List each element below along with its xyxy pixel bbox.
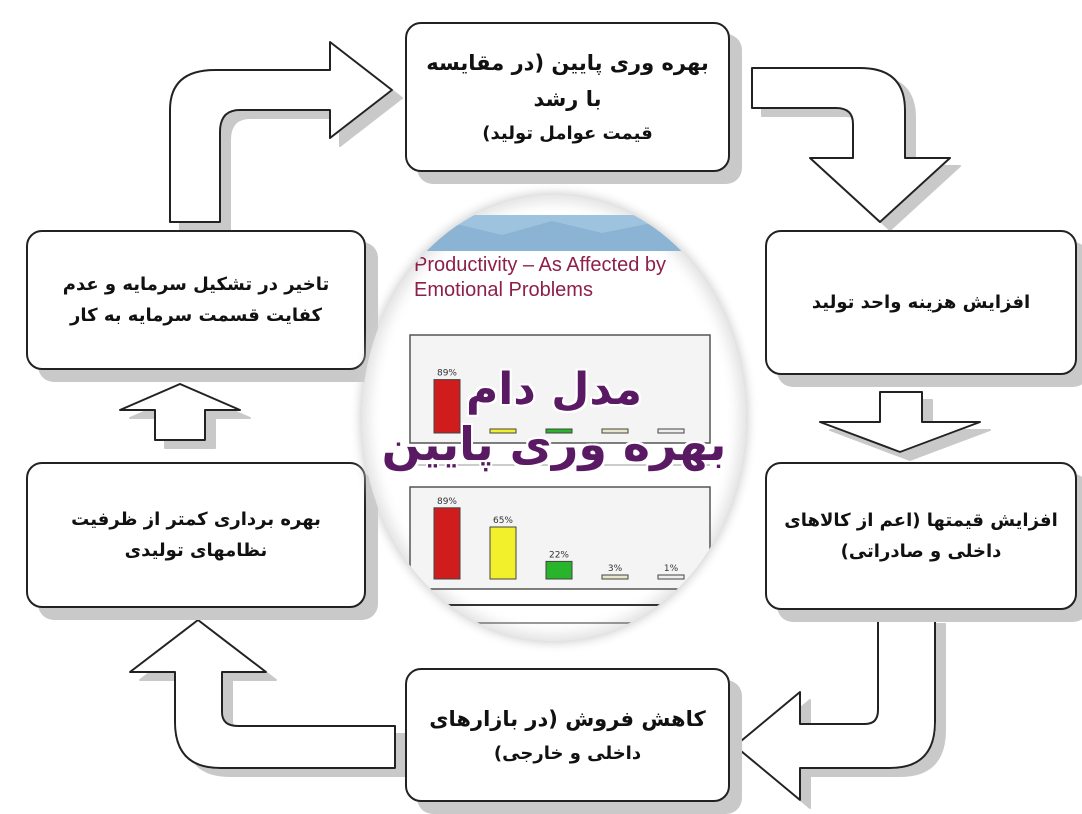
chart-bottom-bar-label-2: 65% — [493, 516, 513, 526]
box-top-line1: بهره وری پایین (در مقایسه با رشد — [426, 50, 709, 112]
chart-bottom-bar-2 — [489, 526, 517, 580]
chart-top-bar-label-1: 89% — [437, 369, 457, 379]
box-bottom-line2: داخلی و خارجی) — [493, 742, 642, 764]
chart-top-bar-2 — [489, 428, 517, 434]
chart-bottom-bars: 89% 65% 22% 3% 1% — [433, 497, 685, 580]
arrow-right-to-bottom — [734, 615, 936, 801]
chart-bottom-bar-label-3: 22% — [549, 550, 569, 560]
chart-top-bar-4 — [601, 428, 629, 434]
box-left2-line2: نظامهای تولیدی — [124, 540, 268, 561]
background-chart: 89% 89% 65% 22% 3% 1% — [402, 215, 722, 624]
chart-header-band — [402, 215, 722, 251]
box-left1-line2: کفایت قسمت سرمایه به کار — [69, 305, 323, 326]
arrow-top-to-right — [751, 67, 951, 223]
chart-bottom-bar-3 — [545, 560, 573, 580]
chart-top-bar-1 — [433, 379, 461, 434]
chart-bottom-bar-label-4: 3% — [608, 564, 623, 574]
box-left2-line1: بهره برداری کمتر از ظرفیت — [71, 508, 321, 530]
centre-title-line2: بهره وری پایین — [381, 416, 727, 471]
box-right2-line2: داخلی و صادراتی) — [840, 541, 1002, 562]
box-top-line2: قیمت عوامل تولید) — [482, 123, 653, 144]
centre-circle: 89% 89% 65% 22% 3% 1% Productivity – As Affe… — [362, 195, 746, 641]
chart-bottom-bar-5 — [657, 574, 685, 580]
chart-bottom-bar-label-5: 1% — [664, 564, 679, 574]
chart-title-line1: Productivity – As Affected by — [414, 254, 666, 276]
chart-top-bar-5 — [657, 428, 685, 434]
box-left1-line1: تاخیر در تشکیل سرمایه و عدم — [62, 273, 330, 295]
centre-title: مدل دام بهره وری پایین — [362, 195, 746, 641]
arrow-left-to-top — [169, 41, 393, 223]
box-bottom-line1: کاهش فروش (در بازارهای — [429, 706, 706, 731]
chart-title: Productivity – As Affected by Emotional … — [414, 253, 704, 303]
arrow-bottom-to-left — [129, 619, 396, 769]
chart-top-bar-3 — [545, 428, 573, 434]
box-under-capacity: بهره برداری کمتر از ظرفیت نظامهای تولیدی — [26, 462, 366, 608]
box-sales-decrease: کاهش فروش (در بازارهای داخلی و خارجی) — [405, 668, 730, 802]
box-price-increase: افزایش قیمتها (اعم از کالاهای داخلی و صا… — [765, 462, 1077, 610]
box-capital-delay: تاخیر در تشکیل سرمایه و عدم کفایت قسمت س… — [26, 230, 366, 370]
chart-top-bars: 89% — [433, 369, 685, 434]
box-unit-cost-increase: افزایش هزینه واحد تولید — [765, 230, 1077, 375]
box-low-productivity: بهره وری پایین (در مقایسه با رشد قیمت عو… — [405, 22, 730, 172]
chart-bottom-bar-1 — [433, 507, 461, 580]
centre-title-line1: مدل دام — [465, 364, 643, 415]
arrow-left-up — [119, 383, 241, 441]
chart-bottom-bar-label-1: 89% — [437, 497, 457, 507]
box-right1-line1: افزایش هزینه واحد تولید — [811, 291, 1031, 313]
chart-title-line2: Emotional Problems — [414, 279, 593, 301]
arrow-right-down — [819, 391, 981, 453]
chart-bottom-bar-4 — [601, 574, 629, 580]
box-right2-line1: افزایش قیمتها (اعم از کالاهای — [784, 509, 1058, 531]
